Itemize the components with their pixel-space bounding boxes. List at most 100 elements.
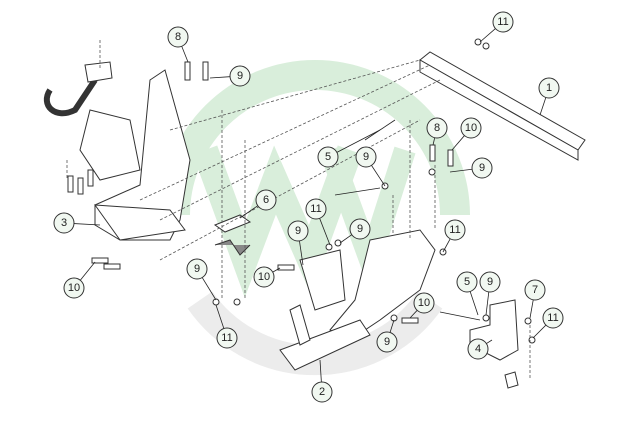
leader-line — [529, 299, 534, 319]
callout-9: 9 — [355, 146, 386, 187]
callout-number: 10 — [258, 271, 270, 283]
callout-number: 8 — [434, 122, 440, 134]
callout-number: 9 — [194, 263, 200, 275]
callout-circle — [413, 292, 435, 314]
callout-9: 9 — [479, 271, 501, 316]
leader-line — [209, 76, 231, 79]
callout-number: 1 — [546, 82, 552, 94]
callout-circle — [229, 65, 251, 87]
callout-11: 11 — [305, 198, 331, 246]
callout-10: 10 — [451, 117, 482, 151]
callout-circle — [471, 157, 493, 179]
right-bracket-part — [279, 229, 436, 371]
callout-1: 1 — [538, 77, 560, 116]
tow-hook-part — [43, 61, 113, 117]
leader-line — [451, 135, 465, 151]
callout-circle — [467, 338, 489, 360]
leader-line — [336, 129, 381, 153]
callout-9: 9 — [339, 218, 371, 244]
leader-line — [539, 97, 547, 116]
callout-circle — [63, 277, 85, 299]
callout-8: 8 — [426, 117, 448, 146]
callout-9: 9 — [376, 319, 398, 353]
callout-number: 11 — [497, 16, 508, 28]
callout-circle — [355, 146, 377, 168]
leader-line — [442, 238, 451, 253]
leader-line — [485, 291, 490, 316]
callout-circle — [376, 331, 398, 353]
leader-line — [319, 359, 322, 383]
callout-number: 3 — [61, 217, 67, 229]
callout-number: 9 — [237, 70, 243, 82]
callout-circle — [317, 146, 339, 168]
leader-line — [409, 310, 418, 319]
callout-number: 9 — [357, 223, 363, 235]
callout-9: 9 — [209, 65, 251, 87]
callout-10: 10 — [63, 261, 96, 299]
callout-circle — [305, 198, 327, 220]
leader-line — [299, 240, 304, 266]
callout-11: 11 — [442, 219, 466, 253]
callout-7: 7 — [524, 279, 546, 319]
callout-number: 8 — [175, 31, 181, 43]
callout-number: 11 — [221, 332, 232, 344]
callout-11: 11 — [532, 307, 564, 339]
callout-number: 5 — [464, 276, 470, 288]
callout-circle — [287, 220, 309, 242]
callout-number: 2 — [319, 386, 325, 398]
callout-11: 11 — [479, 11, 514, 43]
callout-6: 6 — [239, 189, 277, 219]
callout-number: 11 — [547, 312, 558, 324]
callout-circle — [524, 279, 546, 301]
callout-number: 5 — [325, 151, 331, 163]
callout-circle — [253, 266, 275, 288]
assembly-lines — [66, 40, 531, 380]
callout-number: 7 — [532, 284, 538, 296]
leader-line — [371, 165, 386, 187]
callout-3: 3 — [53, 212, 101, 234]
callout-number: 9 — [479, 162, 485, 174]
leader-line — [486, 339, 493, 344]
leader-line — [339, 234, 353, 244]
hardware — [67, 38, 536, 389]
callout-circle — [426, 117, 448, 139]
callout-number: 9 — [363, 151, 369, 163]
callout-circle — [492, 11, 514, 33]
callout-circle — [255, 189, 277, 211]
callout-10: 10 — [409, 292, 435, 319]
cross-bar-part — [419, 51, 586, 161]
leader-line — [432, 137, 436, 146]
callout-circle — [542, 307, 564, 329]
leader-line — [239, 205, 259, 219]
leader-line — [215, 304, 225, 329]
callout-circle — [311, 381, 333, 403]
callout-number: 10 — [418, 297, 430, 309]
left-bracket-part — [79, 69, 191, 241]
leader-line — [319, 218, 331, 246]
leader-line — [201, 277, 217, 301]
callout-circle — [444, 219, 466, 241]
callout-9: 9 — [186, 258, 217, 301]
leader-line — [389, 319, 395, 333]
callout-number: 10 — [68, 282, 80, 294]
callout-number: 10 — [465, 122, 477, 134]
callout-circle — [167, 26, 189, 48]
callout-4: 4 — [467, 338, 493, 360]
callout-10: 10 — [253, 266, 281, 288]
callout-circle — [186, 258, 208, 280]
callout-circle — [349, 218, 371, 240]
callout-number: 9 — [295, 225, 301, 237]
callout-number: 11 — [449, 224, 460, 236]
callout-9: 9 — [287, 220, 309, 266]
callout-5: 5 — [456, 271, 479, 316]
callout-circle — [456, 271, 478, 293]
leader-line — [272, 267, 281, 273]
callout-11: 11 — [215, 304, 238, 349]
callout-9: 9 — [449, 157, 493, 179]
leader-line — [181, 46, 189, 63]
leader-line — [469, 291, 479, 316]
leader-line — [73, 223, 101, 226]
